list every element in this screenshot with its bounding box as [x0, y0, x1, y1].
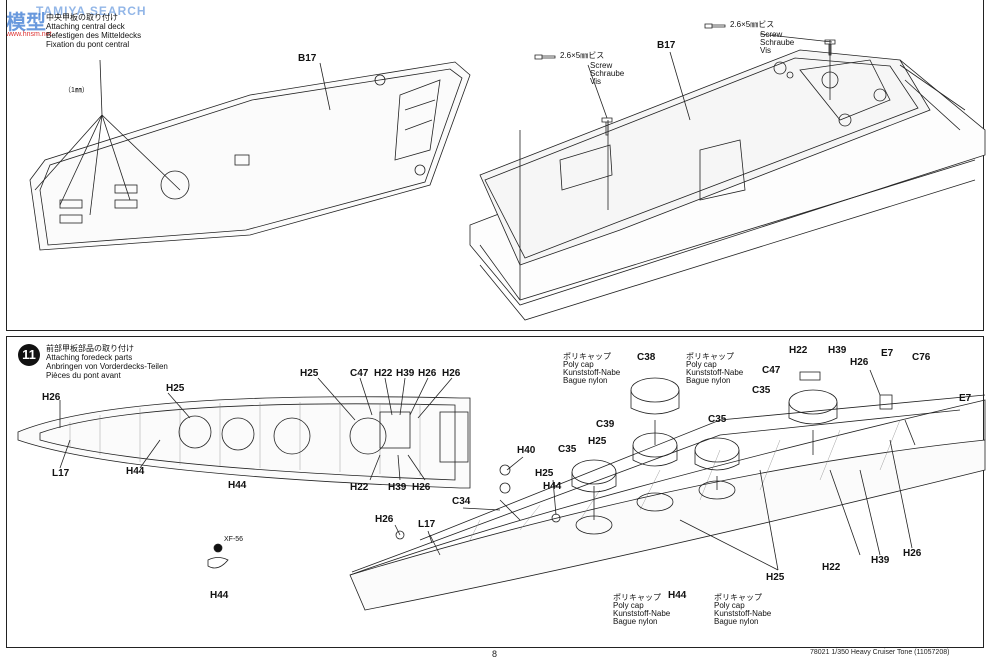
- part-label: C38: [637, 352, 656, 363]
- watermark-text: TAMIYA SEARCH: [36, 4, 147, 18]
- screw-top-size: 2.6×5㎜ビス: [730, 20, 775, 29]
- part-label: E7: [959, 393, 972, 404]
- part-label: H26: [418, 368, 437, 379]
- part-label: H39: [388, 482, 407, 493]
- deck-plate-left: [29, 61, 471, 251]
- polycap-en: Poly cap: [563, 360, 594, 369]
- part-label: H39: [828, 345, 847, 356]
- step-title-jp: 中央甲板の取り付け: [46, 13, 118, 22]
- watermark-url: www.hnsm.net: [6, 31, 52, 38]
- product-code: 78021 1/350 Heavy Cruiser Tone (11057208…: [810, 649, 950, 656]
- part-label: H26: [412, 482, 431, 493]
- part-label: H26: [442, 368, 461, 379]
- part-label: H44: [210, 590, 229, 601]
- part-label: H25: [535, 468, 554, 479]
- screw-left-fr: Vis: [590, 77, 601, 86]
- part-label: H44: [228, 480, 247, 491]
- bow-hull-3d: [349, 439, 986, 611]
- part-label: H26: [903, 548, 922, 559]
- part-label: H22: [789, 345, 808, 356]
- polycap-en: Poly cap: [714, 601, 745, 610]
- paint-color-code: XF-56: [224, 536, 244, 543]
- polycap-fr: Bague nylon: [686, 376, 731, 385]
- part-label: H22: [350, 482, 369, 493]
- polycap-jp: ポリキャップ: [563, 352, 611, 361]
- part-label: E7: [881, 348, 894, 359]
- part-label: H26: [850, 357, 869, 368]
- part-b17-left: B17: [298, 53, 317, 64]
- step11-title-de: Anbringen von Vorderdecks-Teilen: [46, 362, 168, 371]
- polycap-en: Poly cap: [686, 360, 717, 369]
- part-label: H39: [396, 368, 415, 379]
- part-label: C35: [558, 444, 577, 455]
- part-label: C47: [350, 368, 369, 379]
- polycap-de: Kunststoff-Nabe: [613, 609, 671, 618]
- screw-left-size: 2.6×5㎜ビス: [560, 51, 605, 60]
- part-label: L17: [52, 468, 70, 479]
- part-label: H39: [871, 555, 890, 566]
- part-label: L17: [418, 519, 436, 530]
- step11-title-en: Attaching foredeck parts: [46, 353, 133, 362]
- step11-title-fr: Pièces du pont avant: [46, 371, 121, 380]
- step-number-badge: 11: [18, 344, 40, 366]
- part-label: H25: [166, 383, 185, 394]
- part-label: C76: [912, 352, 931, 363]
- part-label: H26: [42, 392, 61, 403]
- step-title-fr: Fixation du pont central: [46, 40, 130, 49]
- part-label: H25: [588, 436, 607, 447]
- wire-note: （1㎜）: [64, 87, 89, 94]
- polycap-en: Poly cap: [613, 601, 644, 610]
- part-label: H44: [668, 590, 687, 601]
- part-label: H44: [543, 481, 562, 492]
- polycap-jp: ポリキャップ: [686, 352, 734, 361]
- part-label: H25: [766, 572, 785, 583]
- part-label: H22: [374, 368, 393, 379]
- part-label: C39: [596, 419, 615, 430]
- polycap-de: Kunststoff-Nabe: [563, 368, 621, 377]
- polycap-de: Kunststoff-Nabe: [714, 609, 772, 618]
- part-label: H44: [126, 466, 145, 477]
- bottom-panel: [6, 336, 984, 648]
- polycap-jp: ポリキャップ: [714, 593, 762, 602]
- screw-top-en: Screw: [760, 30, 783, 39]
- screw-top-fr: Vis: [760, 46, 771, 55]
- part-label: H40: [517, 445, 536, 456]
- polycap-jp: ポリキャップ: [613, 593, 661, 602]
- screw-left-de: Schraube: [590, 69, 625, 78]
- polycap-fr: Bague nylon: [714, 617, 759, 626]
- screw-top-de: Schraube: [760, 38, 795, 47]
- polycap-de: Kunststoff-Nabe: [686, 368, 744, 377]
- polycap-fr: Bague nylon: [563, 376, 608, 385]
- foredeck-top-view: [17, 396, 471, 489]
- page-number: 8: [492, 649, 498, 659]
- step-title-en: Attaching central deck: [46, 22, 125, 31]
- step-title-de: Befestigen des Mitteldecks: [46, 31, 142, 40]
- part-b17-right: B17: [657, 40, 676, 51]
- part-label: H26: [375, 514, 394, 525]
- step11-title-jp: 前部甲板部品の取り付け: [46, 344, 134, 353]
- part-label: C35: [708, 414, 727, 425]
- part-label: C35: [752, 385, 771, 396]
- watermark-cn: 模型: [6, 12, 46, 34]
- polycap-fr: Bague nylon: [613, 617, 658, 626]
- screw-left-en: Screw: [590, 61, 613, 70]
- top-panel: [6, 0, 984, 331]
- part-label: H25: [300, 368, 319, 379]
- part-label: C47: [762, 365, 781, 376]
- part-label: C34: [452, 496, 471, 507]
- part-label: H22: [822, 562, 841, 573]
